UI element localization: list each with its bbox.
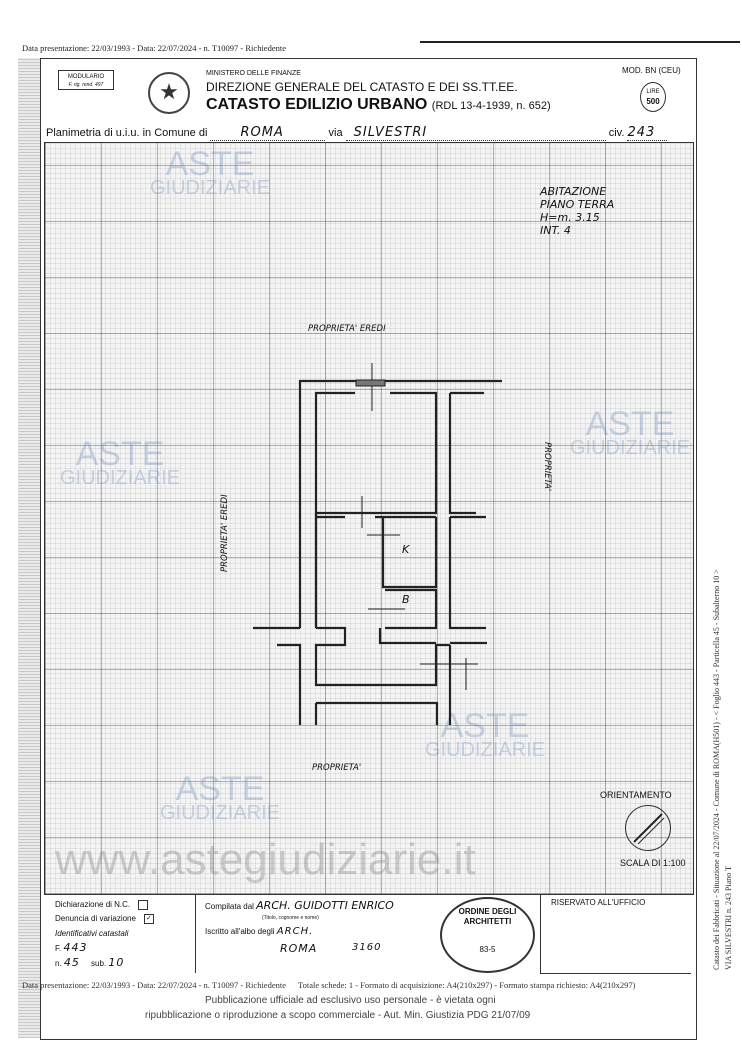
modulario-sub: F. rig. rend. 497 <box>68 82 104 88</box>
overlay-line: Pubblicazione ufficiale ad esclusivo uso… <box>205 995 496 1006</box>
room-kitchen: K <box>402 543 410 556</box>
scan-edge <box>18 58 40 1038</box>
note-line: H=m. 3.15 <box>540 211 600 224</box>
denuncia-checkbox: ✓ <box>143 914 154 924</box>
lire-value: 500 <box>646 97 660 106</box>
scale-label: SCALA DI 1:100 <box>620 858 686 868</box>
dichiarazione-row: Dichiarazione di N.C. <box>55 900 149 910</box>
civ-value: 243 <box>627 125 656 140</box>
overlay-row: Data presentazione: 22/03/1993 - Data: 2… <box>22 980 635 990</box>
label-proprieta-bottom: PROPRIETA' <box>312 763 362 773</box>
compilata-row: Compilata dal ARCH. GUIDOTTI ENRICO <box>205 899 394 912</box>
dichiarazione-checkbox <box>138 900 149 910</box>
iscritto-num: 3160 <box>352 942 382 953</box>
note-line: ABITAZIONE <box>540 185 607 198</box>
civ-label: civ. <box>608 127 625 139</box>
label-proprieta-left: PROPRIETA' EREDI <box>220 494 230 572</box>
foglio-row: F. 443 <box>55 941 88 954</box>
direzione: DIREZIONE GENERALE DEL CATASTO E DEI SS.… <box>206 80 518 94</box>
stamp-number: 83-5 <box>479 945 496 954</box>
lire-label: LIRE <box>646 89 660 95</box>
modulario-title: MODULARIO <box>67 74 105 80</box>
side-caption: Catasto dei Fabbricati - Situazione al 2… <box>712 569 721 970</box>
lire-stamp: LIRE 500 <box>640 82 666 112</box>
compass-icon <box>625 805 671 851</box>
compilata-value: ARCH. GUIDOTTI ENRICO <box>256 899 394 912</box>
overlay-line: Totale schede: 1 - Formato di acquisizio… <box>298 980 636 990</box>
label-proprieta-right: PROPRIETA' <box>542 442 552 492</box>
floor-plan-grid <box>44 142 694 895</box>
unit-note: ABITAZIONE PIANO TERRA H=m. 3.15 INT. 4 <box>540 185 614 237</box>
overlay-line: Data presentazione: 22/03/1993 - Data: 2… <box>22 980 286 990</box>
catasto-name: CATASTO EDILIZIO URBANO <box>206 96 428 113</box>
compilata-sub: (Titolo, cognome e nome) <box>262 915 319 921</box>
identificativi-label: Identificativi catastali <box>55 929 129 938</box>
overlay-line: ripubblicazione o riproduzione a scopo c… <box>145 1010 531 1021</box>
stamp-text: ORDINE DEGLI ARCHITETTI <box>458 907 517 926</box>
planimetria-prefix: Planimetria di u.i.u. in Comune di <box>46 127 208 139</box>
particella-row: n. 45 sub. 10 <box>55 956 125 969</box>
ministero: MINISTERO DELLE FINANZE <box>206 70 301 77</box>
watermark-site: www.astegiudiziarie.it <box>55 835 476 884</box>
orientamento-label: ORIENTAMENTO <box>600 790 672 800</box>
via-value: SILVESTRI <box>353 125 428 140</box>
modulario-box: MODULARIO F. rig. rend. 497 <box>58 70 114 90</box>
top-rule <box>420 41 740 43</box>
catasto-title: CATASTO EDILIZIO URBANO (RDL 13-4-1939, … <box>206 96 551 114</box>
note-line: PIANO TERRA <box>540 198 615 211</box>
iscritto-row: Iscritto all'albo degli ARCH. <box>205 926 314 937</box>
room-bath: B <box>402 593 410 606</box>
side-caption-address: VIA SILVESTRI n. 243 Piano T <box>724 865 733 970</box>
via-label: via <box>328 127 343 139</box>
denuncia-row: Denuncia di variazione✓ <box>55 914 154 924</box>
label-proprieta-top: PROPRIETA' EREDI <box>308 324 386 334</box>
riservato-label: RISERVATO ALL'UFFICIO <box>551 898 646 907</box>
iscritto-di: ROMA <box>280 942 318 955</box>
note-line: INT. 4 <box>540 224 571 237</box>
divider <box>195 895 196 973</box>
planimetria-line: Planimetria di u.i.u. in Comune di ROMA … <box>46 125 694 141</box>
mod-code: MOD. BN (CEU) <box>622 66 681 75</box>
republic-emblem-icon: ★ <box>148 72 190 114</box>
riservato-box: RISERVATO ALL'UFFICIO <box>540 895 691 974</box>
rdl: (RDL 13-4-1939, n. 652) <box>431 100 551 112</box>
architect-stamp: ORDINE DEGLI ARCHITETTI 83-5 <box>440 897 535 973</box>
comune-value: ROMA <box>240 125 284 140</box>
document-frame <box>40 58 697 1040</box>
presentation-header: Data presentazione: 22/03/1993 - Data: 2… <box>22 43 286 53</box>
